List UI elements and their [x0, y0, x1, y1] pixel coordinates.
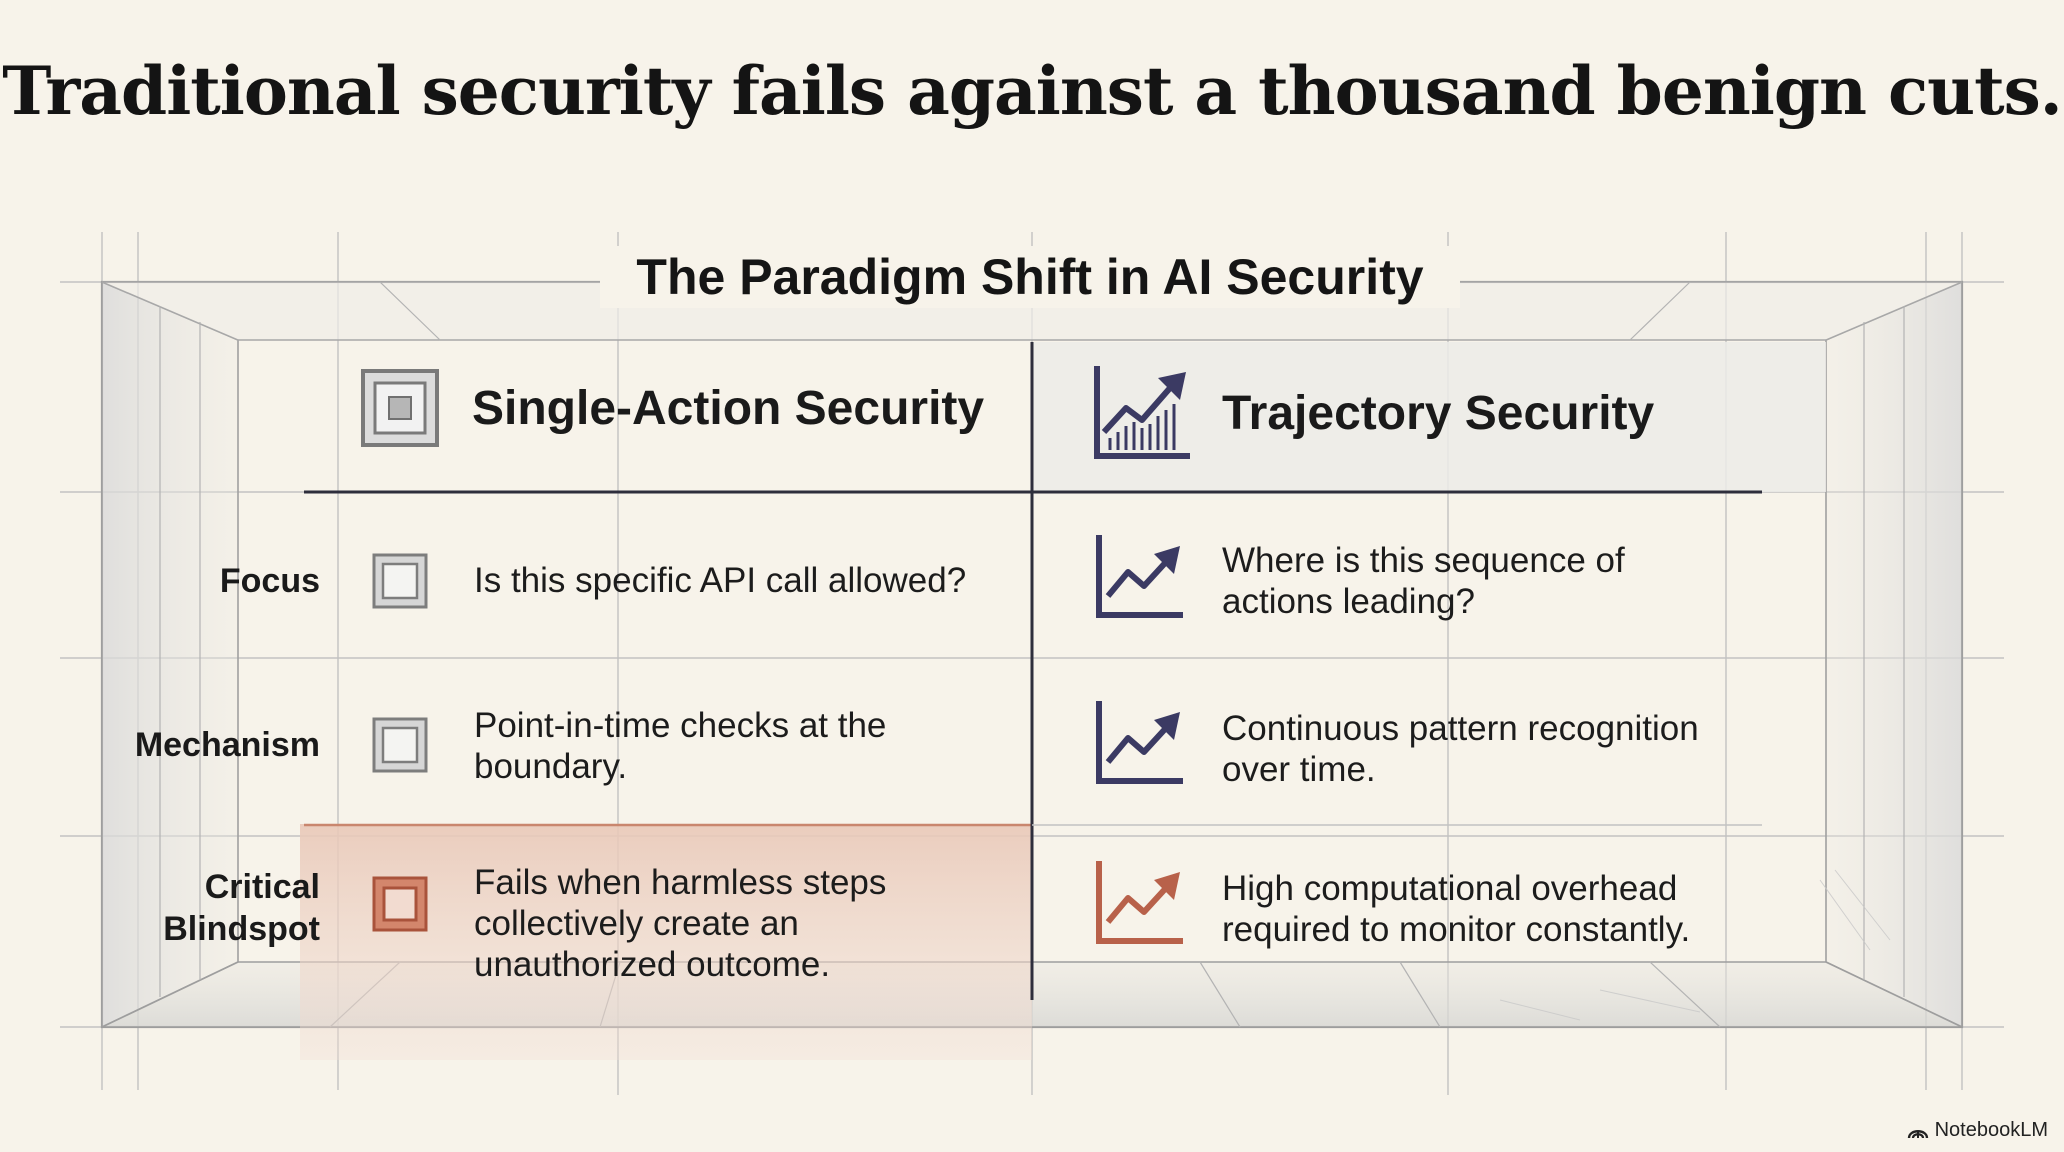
empty-square-icon	[372, 717, 428, 773]
row-label-critical-blindspot: Critical Blindspot	[163, 868, 320, 948]
empty-square-icon	[372, 553, 428, 609]
column-label-trajectory: Trajectory Security	[1222, 386, 1655, 440]
warning-square-icon	[372, 876, 428, 932]
row-label-focus: Focus	[219, 562, 320, 600]
focus-single-action-text: Is this specific API call allowed?	[474, 561, 967, 600]
trend-line-icon	[1094, 700, 1184, 786]
column-label-single-action: Single-Action Security	[472, 381, 985, 435]
notebooklm-logo-icon	[1907, 1123, 1929, 1139]
column-header-trajectory: Trajectory Security	[1092, 366, 1654, 460]
footer-brand: NotebookLM	[1907, 1119, 2048, 1142]
column-header-single-action: Single-Action Security	[360, 368, 984, 448]
nested-square-icon	[360, 368, 440, 448]
mechanism-trajectory-text: Continuous pattern recognition over time…	[1222, 709, 1699, 789]
mechanism-single-action-text: Point-in-time checks at the boundary.	[474, 706, 887, 786]
blindspot-trajectory-text: High computational overhead required to …	[1222, 869, 1691, 949]
bar-chart-trend-icon	[1092, 366, 1190, 460]
trend-line-warning-icon	[1094, 860, 1184, 946]
row-label-mechanism: Mechanism	[134, 726, 320, 764]
brand-name: NotebookLM	[1934, 1119, 2048, 1141]
diagram-title: The Paradigm Shift in AI Security	[600, 246, 1460, 308]
focus-trajectory-text: Where is this sequence of actions leadin…	[1222, 541, 1625, 621]
trend-line-icon	[1094, 534, 1184, 620]
blindspot-single-action-text: Fails when harmless steps collectively c…	[474, 863, 887, 984]
page-title: Traditional security fails against a tho…	[2, 52, 2063, 130]
